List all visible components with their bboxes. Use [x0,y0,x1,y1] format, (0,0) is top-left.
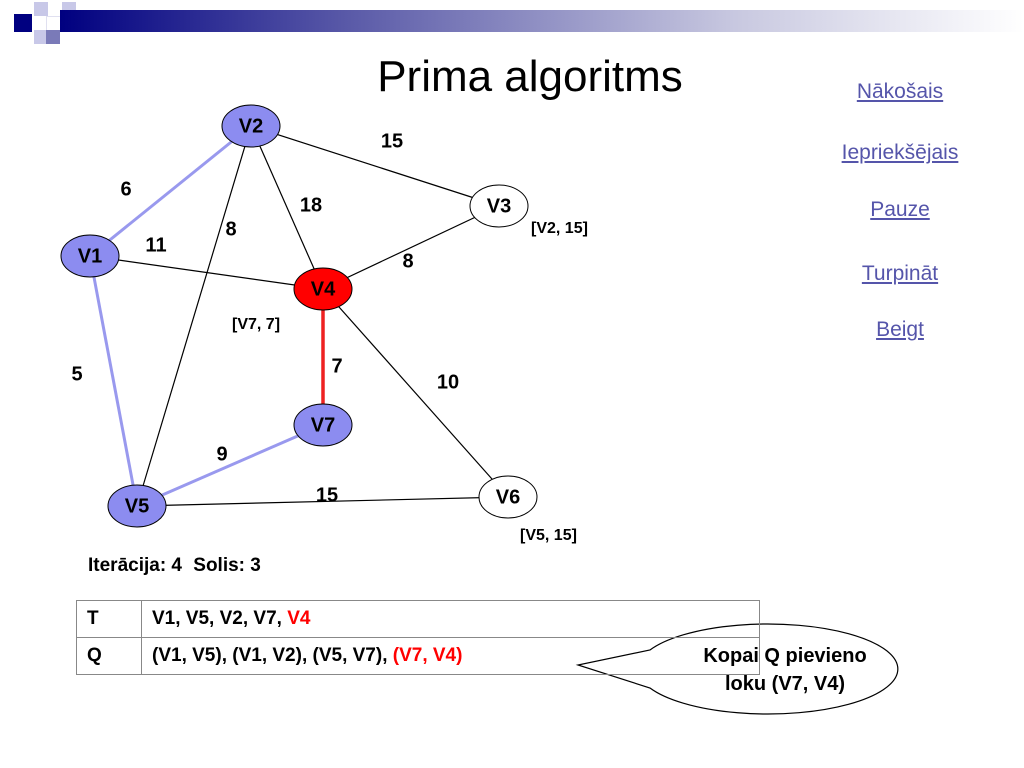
node-shape-v4 [293,267,353,311]
edge-v4-v6 [322,288,509,498]
tree-edges-highlight: (V7, V4) [392,645,463,666]
edge-weight-v4-v6: 10 [437,371,459,393]
node-v1: V1 [60,234,120,278]
node-label-v7: V7 [311,414,335,436]
node-label-v1: V1 [78,245,102,267]
node-v5: V5 [107,484,167,528]
edge-weight-v3-v4: 8 [402,250,413,272]
node-shape-v5 [107,484,167,528]
edge-weight-v5-v7: 9 [216,443,227,465]
table-row-t: T V1, V5, V2, V7, V4 [76,600,760,638]
iteration-label: Iterācija: 4 [88,555,182,576]
edge-v2-v4 [250,125,324,290]
previous-link[interactable]: Iepriekšējais [841,141,959,164]
node-v4: V4 [293,267,353,311]
callout-line-1: Kopai Q pievieno [703,645,867,667]
node-annotation-v4: [V7, 7] [232,316,280,333]
edge-weight-v5-v6: 15 [316,484,338,506]
iteration-status: Iterācija: 4 Solis: 3 [88,555,267,577]
row-value-t: V1, V5, V2, V7, V4 [141,600,760,638]
edge-v3-v4 [322,205,500,290]
edge-v5-v7 [136,423,324,508]
edge-v1-v4 [89,255,324,290]
node-v7: V7 [293,403,353,447]
edge-v2-v5 [136,125,252,507]
node-annotation-v3: [V2, 15] [531,220,588,237]
edge-v1-v2 [89,124,252,258]
edge-weight-v4-v7: 7 [331,355,342,377]
pause-link[interactable]: Pauze [870,198,930,221]
node-label-v4: V4 [311,278,336,300]
row-header-t: T [76,600,142,638]
node-v3: V3 [469,184,529,228]
continue-link[interactable]: Turpināt [861,262,939,285]
node-shape-v7 [293,403,353,447]
node-label-v6: V6 [496,486,520,508]
edge-weight-v2-v3: 15 [381,130,403,152]
node-label-v5: V5 [125,495,149,517]
title-bar-gradient [60,10,1024,32]
node-shape-v1 [60,234,120,278]
row-header-q: Q [76,637,142,675]
callout-text: Kopai Q pievieno loku (V7, V4) [660,642,910,698]
step-label: Solis: 3 [193,555,261,576]
node-annotation-v6: [V5, 15] [520,527,577,544]
end-link[interactable]: Beigt [876,318,924,341]
edge-weight-v1-v4: 11 [145,234,166,256]
tree-nodes-highlight: V4 [287,608,311,629]
page-title: Prima algoritms [377,52,683,101]
node-v2: V2 [221,104,281,148]
edge-v1-v5 [88,255,139,507]
node-v6: V6 [478,475,538,519]
node-label-v3: V3 [487,195,511,217]
edge-weight-v2-v5: 8 [225,218,236,240]
edge-v2-v3 [250,125,500,207]
tree-edges-text: (V1, V5), (V1, V2), (V5, V7), [152,645,393,666]
callout-line-2: loku (V7, V4) [724,673,846,695]
tree-nodes-text: V1, V5, V2, V7, [152,608,288,629]
edge-weight-v1-v5: 5 [71,363,82,385]
state-table: T V1, V5, V2, V7, V4 Q (V1, V5), (V1, V2… [76,600,760,675]
edge-weight-v1-v2: 6 [120,178,131,200]
node-shape-v3 [469,184,529,228]
row-value-q: (V1, V5), (V1, V2), (V5, V7), (V7, V4) [141,637,760,675]
node-shape-v2 [221,104,281,148]
node-shape-v6 [478,475,538,519]
edge-v5-v6 [136,496,509,507]
table-row-q: Q (V1, V5), (V1, V2), (V5, V7), (V7, V4) [76,637,760,675]
edge-weight-v2-v4: 18 [300,194,322,216]
node-label-v2: V2 [239,115,263,137]
next-link[interactable]: Nākošais [856,80,944,103]
